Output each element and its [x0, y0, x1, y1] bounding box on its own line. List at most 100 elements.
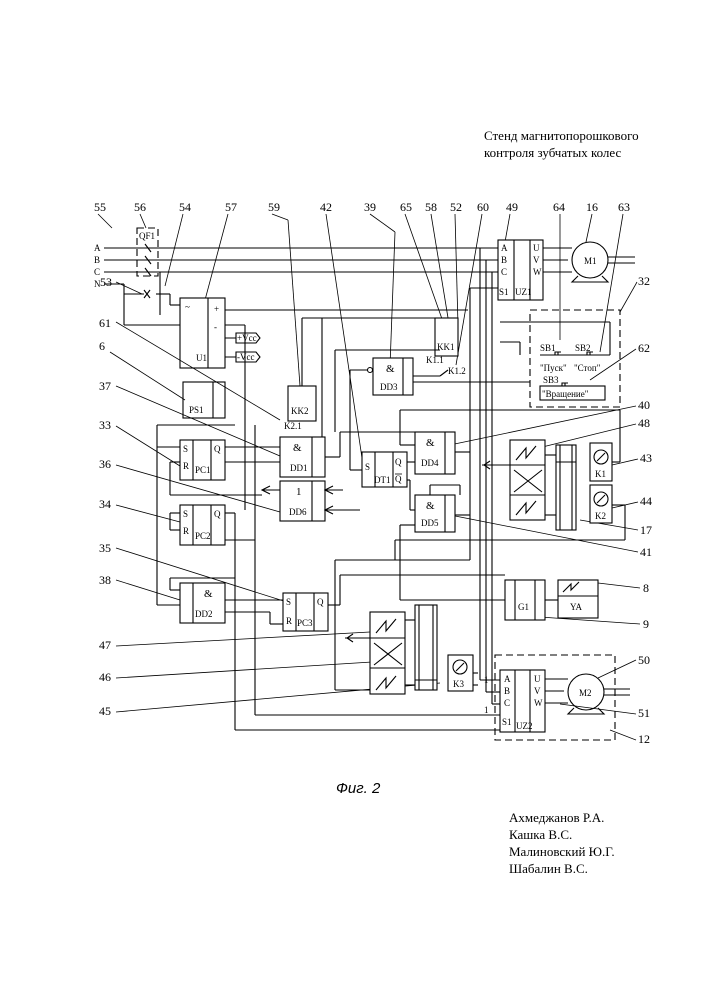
dd5-symbol: & — [426, 500, 435, 512]
phase-b-label: B — [94, 255, 100, 265]
uz2-pin-u: U — [534, 674, 541, 684]
dt1-label: DT1 — [374, 475, 391, 485]
ref-51: 51 — [638, 706, 650, 720]
dd1-symbol: & — [293, 442, 302, 454]
dd3-label: DD3 — [380, 382, 398, 392]
dt1-pin-qbar: Q — [395, 474, 402, 484]
uz1-pin-w: W — [533, 267, 542, 277]
ref-numbers-top: 55 56 54 57 59 42 39 65 58 52 60 49 64 1… — [94, 200, 630, 214]
ref-56: 56 — [134, 200, 146, 214]
pc1-label: PC1 — [195, 465, 211, 475]
cylinder-45 — [405, 605, 437, 690]
dd4-symbol: & — [426, 437, 435, 449]
k2-sensor: K2 — [590, 485, 612, 523]
ref-35: 35 — [99, 541, 111, 555]
ref-39: 39 — [364, 200, 376, 214]
dd1-label: DD1 — [290, 463, 308, 473]
phase-a-label: A — [94, 243, 101, 253]
minus-vcc-label: -Vcc — [237, 352, 255, 362]
k11-contact-label: K1.1 — [426, 355, 444, 365]
m2-label: M2 — [579, 688, 592, 698]
ref-57: 57 — [225, 200, 237, 214]
pc3-pin-s: S — [286, 597, 291, 607]
uz2-pin-b: B — [504, 686, 510, 696]
qf1-label: QF1 — [139, 231, 155, 241]
dt1-pin-q: Q — [395, 457, 402, 467]
pc3-pin-r: R — [286, 616, 292, 626]
ref-42: 42 — [320, 200, 332, 214]
ref-41: 41 — [640, 545, 652, 559]
kk2-label: KK2 — [291, 406, 309, 416]
ref-53: 53 — [100, 275, 112, 289]
ref-12: 12 — [638, 732, 650, 746]
ref-6: 6 — [99, 339, 105, 353]
dd3-symbol: & — [386, 363, 395, 375]
ref-54: 54 — [179, 200, 191, 214]
ref-50: 50 — [638, 653, 650, 667]
start-switch-label: "Пуск" — [540, 363, 567, 373]
uz1-pin-c: C — [501, 267, 507, 277]
uz2-pin-1b: 1 — [484, 705, 489, 715]
author-4: Шабалин В.С. — [509, 861, 588, 876]
ref-38: 38 — [99, 573, 111, 587]
ref-49: 49 — [506, 200, 518, 214]
ref-61: 61 — [99, 316, 111, 330]
uz2-pin-s1: S1 — [502, 717, 512, 727]
ref-8: 8 — [643, 581, 649, 595]
pc1-pin-s: S — [183, 444, 188, 454]
ps1-label: PS1 — [189, 405, 204, 415]
uz2-pin-a: A — [504, 674, 511, 684]
ref-46: 46 — [99, 670, 111, 684]
uz2-pin-c: C — [504, 698, 510, 708]
u1-pin-plus: + — [214, 304, 219, 314]
k1-sensor: K1 — [590, 443, 612, 481]
pc1-pin-r: R — [183, 461, 189, 471]
stop-switch-label: "Стоп" — [574, 363, 601, 373]
ref-36: 36 — [99, 457, 111, 471]
k3-sensor: K3 — [448, 655, 473, 691]
cylinder-17 — [545, 445, 576, 530]
title-line-1: Стенд магнитопорошкового — [484, 128, 639, 143]
pc2-pin-r: R — [183, 526, 189, 536]
ref-17: 17 — [640, 523, 652, 537]
ref-37: 37 — [99, 379, 111, 393]
uz2-label: UZ2 — [516, 721, 533, 731]
title-line-2: контроля зубчатых колес — [484, 145, 622, 160]
k1-label: K1 — [595, 469, 606, 479]
ref-9: 9 — [643, 617, 649, 631]
ref-58: 58 — [425, 200, 437, 214]
dd5-label: DD5 — [421, 518, 439, 528]
m1-label: M1 — [584, 256, 597, 266]
ref-33: 33 — [99, 418, 111, 432]
author-3: Малиновский Ю.Г. — [509, 844, 615, 859]
k21-contact-label: K2.1 — [284, 421, 302, 431]
ref-40: 40 — [638, 398, 650, 412]
dd6-label: DD6 — [289, 507, 307, 517]
pc3-label: PC3 — [297, 618, 313, 628]
uz1-pin-b: B — [501, 255, 507, 265]
ref-64: 64 — [553, 200, 565, 214]
uz1-pin-v: V — [533, 255, 540, 265]
author-1: Ахмеджанов Р.А. — [509, 810, 604, 825]
author-2: Кашка В.С. — [509, 827, 572, 842]
ref-numbers-right: 32 62 40 48 43 44 17 41 8 9 50 51 12 — [638, 274, 652, 746]
ref-65: 65 — [400, 200, 412, 214]
pc2-pin-q: Q — [214, 509, 221, 519]
ref-45: 45 — [99, 704, 111, 718]
dd4-label: DD4 — [421, 458, 439, 468]
uz1-pin-u: U — [533, 243, 540, 253]
k2-label: K2 — [595, 511, 606, 521]
ref-55: 55 — [94, 200, 106, 214]
pc1-pin-q: Q — [214, 444, 221, 454]
k12-contact-label: K1.2 — [448, 366, 466, 376]
k3-label: K3 — [453, 679, 464, 689]
uz2-pin-w: W — [534, 698, 543, 708]
figure-caption: Фиг. 2 — [336, 780, 381, 797]
ref-52: 52 — [450, 200, 462, 214]
uz1-pin-a: A — [501, 243, 508, 253]
ref-47: 47 — [99, 638, 111, 652]
ref-59: 59 — [268, 200, 280, 214]
ref-32: 32 — [638, 274, 650, 288]
dd2-symbol: & — [204, 588, 213, 600]
